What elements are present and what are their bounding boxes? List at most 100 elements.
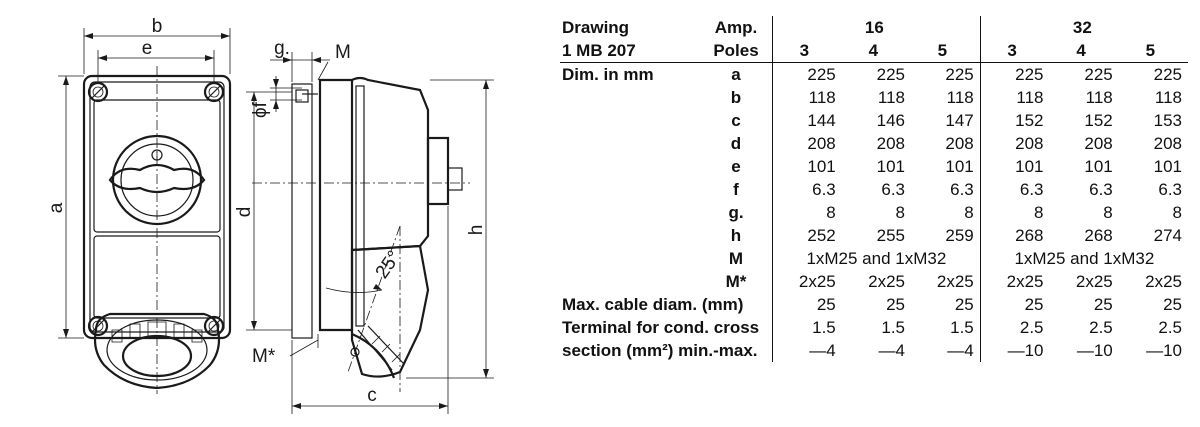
table-cell: 225 bbox=[1015, 64, 1044, 84]
side-angle-line bbox=[347, 225, 401, 373]
table-cell: 2x25 bbox=[1075, 271, 1113, 291]
table-cell: 6.3 bbox=[1019, 179, 1044, 199]
row-key: M bbox=[704, 247, 773, 270]
dim-label-h: h bbox=[466, 225, 487, 236]
table-cell: 1.5 bbox=[812, 317, 836, 337]
table-cell: 25 bbox=[1024, 294, 1044, 314]
screw-top-left-icon bbox=[87, 81, 109, 103]
drawing-label: Drawing bbox=[562, 17, 630, 37]
table-cell: 2x25 bbox=[1006, 271, 1044, 291]
table-cell: 152 bbox=[1015, 110, 1044, 130]
row-key: g. bbox=[704, 201, 773, 224]
table-cell: —10 bbox=[1007, 340, 1044, 360]
table-cell: 2x25 bbox=[868, 271, 905, 291]
table-cell: 118 bbox=[1016, 87, 1044, 107]
table-cell: 208 bbox=[1015, 133, 1044, 153]
table-row: M 1xM25 and 1xM32 1xM25 and 1xM32 bbox=[560, 247, 1188, 270]
row-key: c bbox=[704, 109, 773, 132]
table-cell: 2x25 bbox=[798, 271, 836, 291]
table-cell: —10 bbox=[1076, 340, 1113, 360]
table-row: b 118 118 118 118 118 118 bbox=[560, 86, 1188, 109]
row-key: h bbox=[704, 224, 773, 247]
table-cell: 2.5 bbox=[1158, 317, 1182, 337]
table-row: Max. cable diam. (mm) 25 25 25 25 25 25 bbox=[560, 293, 1188, 316]
dim-label-M: M bbox=[335, 42, 351, 63]
table-cell: 8 bbox=[1034, 202, 1044, 222]
table-cell: 6.3 bbox=[1089, 179, 1113, 199]
amp-group-16: 16 bbox=[772, 16, 981, 39]
front-body-inner-outline bbox=[89, 81, 225, 333]
cable-diam-label: Max. cable diam. (mm) bbox=[560, 293, 773, 316]
table-cell: 101 bbox=[876, 156, 905, 176]
terminal-label-line1: Terminal for cond. cross bbox=[560, 316, 773, 339]
table-cell: 8 bbox=[826, 202, 836, 222]
table-cell: 6.3 bbox=[1158, 179, 1182, 199]
table-cell: 25 bbox=[1163, 294, 1182, 314]
table-cell: 225 bbox=[1084, 64, 1113, 84]
table-cell: 101 bbox=[1153, 156, 1182, 176]
table-row: c 144 146 147 152 152 153 bbox=[560, 109, 1188, 132]
table-cell: 259 bbox=[911, 224, 981, 247]
dim-label-c: c bbox=[367, 385, 377, 406]
dimension-b: b bbox=[83, 16, 231, 74]
table-cell-merged: 1xM25 and 1xM32 bbox=[772, 247, 981, 270]
dimension-f: ϕf bbox=[250, 76, 302, 118]
side-knob-tip bbox=[447, 167, 463, 191]
table-cell: 208 bbox=[911, 132, 981, 155]
table-cell: 118 bbox=[808, 87, 836, 107]
table-cell: 25 bbox=[1093, 294, 1113, 314]
table-cell: 118 bbox=[1154, 87, 1182, 107]
table-cell: 25 bbox=[816, 294, 836, 314]
table-cell: 1.5 bbox=[911, 316, 981, 339]
side-view: 25° g. M ϕf d bbox=[234, 38, 494, 414]
dimension-c: c bbox=[291, 206, 449, 414]
table-cell: —4 bbox=[809, 340, 836, 360]
poles-label: Poles bbox=[704, 39, 773, 63]
table-row: section (mm²) min.-max. —4 —4 —4 —10 —10… bbox=[560, 339, 1188, 362]
table-header-amp-row: Drawing Amp. 16 32 bbox=[560, 16, 1188, 39]
table-row: d 208 208 208 208 208 208 bbox=[560, 132, 1188, 155]
dimension-d: d bbox=[234, 91, 292, 331]
table-cell: 8 bbox=[895, 202, 905, 222]
side-housing-back bbox=[318, 78, 354, 332]
table-cell: 8 bbox=[1172, 202, 1182, 222]
dimension-a: a bbox=[46, 75, 84, 339]
screw-top-right-icon bbox=[203, 81, 225, 103]
table-cell: 118 bbox=[911, 86, 981, 109]
table-cell-merged: 1xM25 and 1xM32 bbox=[1014, 248, 1155, 268]
table-cell: 1.5 bbox=[881, 317, 905, 337]
poles-header: 5 bbox=[1118, 39, 1188, 63]
table-cell: 8 bbox=[911, 201, 981, 224]
poles-header: 4 bbox=[1049, 39, 1119, 63]
table-cell: 25 bbox=[911, 293, 981, 316]
row-key: e bbox=[704, 155, 773, 178]
technical-drawing: b e a bbox=[46, 16, 494, 414]
poles-header: 3 bbox=[980, 39, 1050, 63]
table-cell: 118 bbox=[877, 87, 905, 107]
row-key: b bbox=[704, 86, 773, 109]
table-cell: 225 bbox=[807, 64, 836, 84]
angled-socket-icon bbox=[350, 244, 430, 379]
table-cell: 25 bbox=[886, 294, 905, 314]
dimension-g: g. bbox=[270, 38, 330, 82]
front-view: b e a bbox=[46, 16, 232, 394]
table-cell: 2x25 bbox=[911, 270, 981, 293]
side-housing-lid bbox=[351, 76, 430, 252]
screw-bottom-left-icon bbox=[87, 315, 109, 337]
table-row: h 252 255 259 268 268 274 bbox=[560, 224, 1188, 247]
table-cell: 255 bbox=[876, 225, 905, 245]
dim-label-f: ϕf bbox=[250, 101, 271, 118]
table-cell: 8 bbox=[1103, 202, 1113, 222]
side-top-lug bbox=[295, 89, 309, 103]
dimension-table: Drawing Amp. 16 32 1 MB 207 Poles 3 4 5 … bbox=[560, 16, 1188, 362]
row-key: f bbox=[704, 178, 773, 201]
table-cell: 101 bbox=[1084, 156, 1113, 176]
table-row: Dim. in mm a 225 225 225 225 225 225 bbox=[560, 62, 1188, 86]
screw-bottom-right-icon bbox=[203, 315, 225, 337]
table-cell: 208 bbox=[1153, 133, 1182, 153]
table-cell: 268 bbox=[1084, 225, 1113, 245]
table-cell: 268 bbox=[1015, 225, 1044, 245]
table-cell: 6.3 bbox=[812, 179, 836, 199]
dim-label-e: e bbox=[142, 38, 153, 59]
table-row: Terminal for cond. cross 1.5 1.5 1.5 2.5… bbox=[560, 316, 1188, 339]
